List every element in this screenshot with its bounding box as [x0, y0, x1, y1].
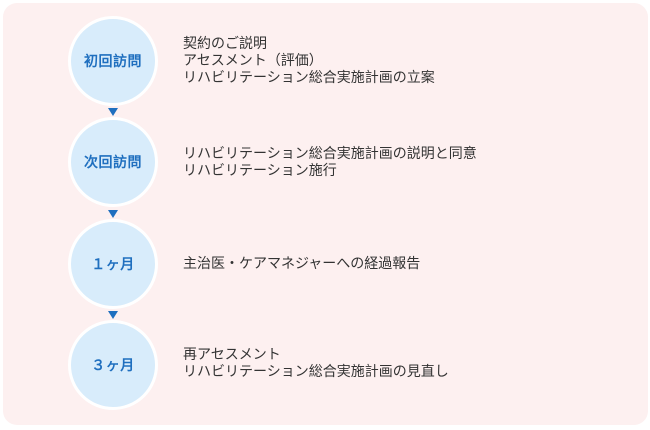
step-circle-one-month: １ヶ月	[68, 219, 158, 309]
down-triangle-icon	[108, 311, 118, 319]
flow-step-one-month: １ヶ月 主治医・ケアマネジャーへの経過報告	[0, 219, 650, 315]
down-triangle-icon	[108, 210, 118, 218]
down-triangle-icon	[108, 108, 118, 116]
step-line: リハビリテーション総合実施計画の見直し	[183, 364, 449, 380]
step-description-three-months: 再アセスメント リハビリテーション総合実施計画の見直し	[183, 347, 449, 381]
step-line: リハビリテーション施行	[183, 163, 337, 179]
flow-step-three-months: ３ヶ月 再アセスメント リハビリテーション総合実施計画の見直し	[0, 320, 650, 416]
flow-step-first-visit: 初回訪問 契約のご説明 アセスメント（評価） リハビリテーション総合実施計画の立…	[0, 16, 650, 112]
step-line: リハビリテーション総合実施計画の説明と同意	[183, 146, 477, 162]
step-line: 主治医・ケアマネジャーへの経過報告	[183, 256, 421, 272]
step-circle-first-visit: 初回訪問	[68, 16, 158, 106]
step-line: リハビリテーション総合実施計画の立案	[183, 70, 435, 86]
step-line: 契約のご説明	[183, 36, 267, 52]
step-circle-next-visit: 次回訪問	[68, 117, 158, 207]
step-line: 再アセスメント	[183, 347, 281, 363]
step-description-first-visit: 契約のご説明 アセスメント（評価） リハビリテーション総合実施計画の立案	[183, 36, 435, 87]
step-description-one-month: 主治医・ケアマネジャーへの経過報告	[183, 256, 420, 273]
flow-step-next-visit: 次回訪問 リハビリテーション総合実施計画の説明と同意 リハビリテーション施行	[0, 117, 650, 213]
step-circle-three-months: ３ヶ月	[68, 320, 158, 410]
step-description-next-visit: リハビリテーション総合実施計画の説明と同意 リハビリテーション施行	[183, 146, 477, 180]
step-line: アセスメント（評価）	[183, 53, 323, 69]
